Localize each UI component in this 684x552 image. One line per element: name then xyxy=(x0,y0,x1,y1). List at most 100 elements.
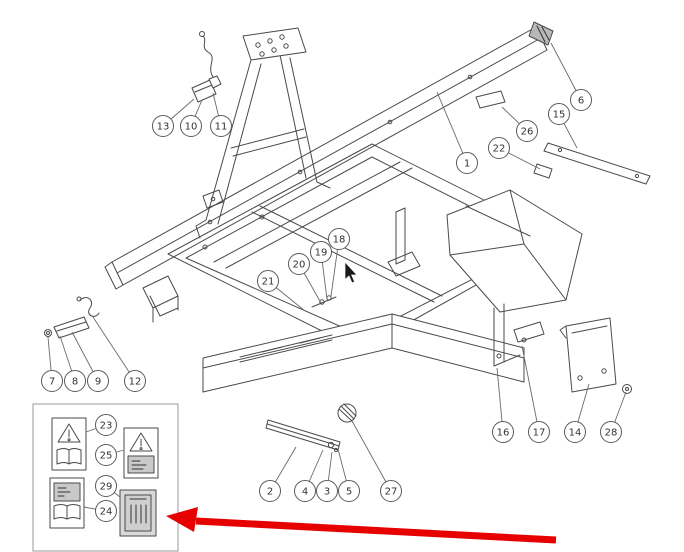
platform-frame xyxy=(142,143,561,351)
callout-27: 27 xyxy=(351,420,402,502)
decal-inset-box xyxy=(32,403,179,552)
warning-triangle-icon xyxy=(57,423,81,443)
callout-number: 6 xyxy=(578,96,584,107)
callout-7: 7 xyxy=(41,336,63,392)
callout-bubble xyxy=(87,370,109,392)
callout-bubble xyxy=(548,103,570,125)
decal-warning-pictogram xyxy=(123,427,159,479)
callout-number: 28 xyxy=(605,428,618,439)
callout-number: 23 xyxy=(100,421,113,432)
sensor-assembly xyxy=(191,31,222,103)
callout-number: 19 xyxy=(315,248,328,259)
callout-number: 13 xyxy=(157,122,170,133)
data-plate-icon xyxy=(124,494,152,532)
decal-data-plate xyxy=(119,489,157,537)
red-arrow-head xyxy=(166,507,198,532)
callout-bubble xyxy=(152,115,174,137)
callout-bubble xyxy=(600,421,622,443)
callout-bubble xyxy=(456,152,478,174)
callout-bubble xyxy=(564,421,586,443)
leader-line xyxy=(436,91,468,164)
callout-number: 1 xyxy=(464,159,470,170)
callout-number: 10 xyxy=(185,122,198,133)
callout-number: 8 xyxy=(72,377,78,388)
callout-15: 15 xyxy=(548,103,578,149)
leader-line xyxy=(351,420,392,492)
bottom-beam xyxy=(202,313,525,393)
callout-number: 4 xyxy=(302,487,308,498)
callout-number: 15 xyxy=(553,110,566,121)
instruction-pictogram-icon xyxy=(53,482,81,502)
decal-warning-read-manual xyxy=(51,417,87,471)
open-manual-book-icon xyxy=(56,448,82,465)
callout-1: 1 xyxy=(436,91,478,174)
callout-number: 18 xyxy=(333,235,346,246)
callout-bubble xyxy=(41,370,63,392)
callout-bubble xyxy=(95,475,117,497)
warning-triangle-icon xyxy=(129,432,153,452)
callout-10: 10 xyxy=(180,99,203,137)
latch-plate xyxy=(533,163,553,179)
discharge-chute xyxy=(446,189,583,313)
side-plate xyxy=(559,317,617,393)
decal-pictogram-manual xyxy=(49,477,85,529)
callout-bubble xyxy=(95,414,117,436)
callout-bubble xyxy=(328,228,350,250)
callout-20: 20 xyxy=(288,253,322,304)
callout-13: 13 xyxy=(152,98,195,137)
callout-number: 24 xyxy=(100,507,113,518)
open-manual-book-icon xyxy=(53,504,81,520)
callout-number: 29 xyxy=(100,482,113,493)
callout-number: 9 xyxy=(95,377,101,388)
callout-bubble xyxy=(570,89,592,111)
callout-number: 2 xyxy=(267,487,273,498)
callout-25: 25 xyxy=(95,444,125,466)
callout-number: 7 xyxy=(49,377,55,388)
callout-23: 23 xyxy=(85,414,117,436)
callout-bubble xyxy=(64,370,86,392)
callout-number: 25 xyxy=(100,451,113,462)
callout-9: 9 xyxy=(71,331,109,392)
leader-line xyxy=(92,316,136,382)
leader-line xyxy=(521,345,540,433)
callout-18: 18 xyxy=(328,228,350,297)
callout-12: 12 xyxy=(92,316,146,392)
callout-number: 16 xyxy=(497,428,510,439)
hitch-mast xyxy=(195,27,331,239)
red-arrow-shaft xyxy=(195,517,557,544)
callout-4: 4 xyxy=(294,449,324,502)
callout-22: 22 xyxy=(488,137,541,170)
callout-number: 3 xyxy=(324,487,330,498)
callout-number: 27 xyxy=(385,487,398,498)
callout-26: 26 xyxy=(501,106,538,142)
callout-bubble xyxy=(316,480,338,502)
callout-bubble xyxy=(288,253,310,275)
callout-bubble xyxy=(95,444,117,466)
callout-8: 8 xyxy=(59,335,86,392)
callout-number: 26 xyxy=(521,127,534,138)
callout-bubble xyxy=(257,270,279,292)
callout-bubble xyxy=(380,480,402,502)
callout-24: 24 xyxy=(83,500,117,522)
callout-bubble xyxy=(310,241,332,263)
beam-end-cap xyxy=(528,21,554,46)
callout-bubble xyxy=(516,120,538,142)
serial-tag xyxy=(475,90,506,109)
inset-border xyxy=(32,403,179,552)
callout-5: 5 xyxy=(337,448,360,502)
callout-bubble xyxy=(259,480,281,502)
callout-bubble xyxy=(294,480,316,502)
callout-number: 20 xyxy=(293,260,306,271)
wing-bolt xyxy=(622,384,632,394)
callout-bubble xyxy=(210,115,232,137)
support-bar xyxy=(543,142,651,185)
rear-support xyxy=(493,303,545,367)
callout-number: 14 xyxy=(569,428,582,439)
callout-14: 14 xyxy=(564,383,590,443)
callout-bubble xyxy=(528,421,550,443)
callout-17: 17 xyxy=(521,345,550,443)
callout-bubble xyxy=(180,115,202,137)
callout-bubble xyxy=(124,370,146,392)
callout-28: 28 xyxy=(600,391,627,443)
